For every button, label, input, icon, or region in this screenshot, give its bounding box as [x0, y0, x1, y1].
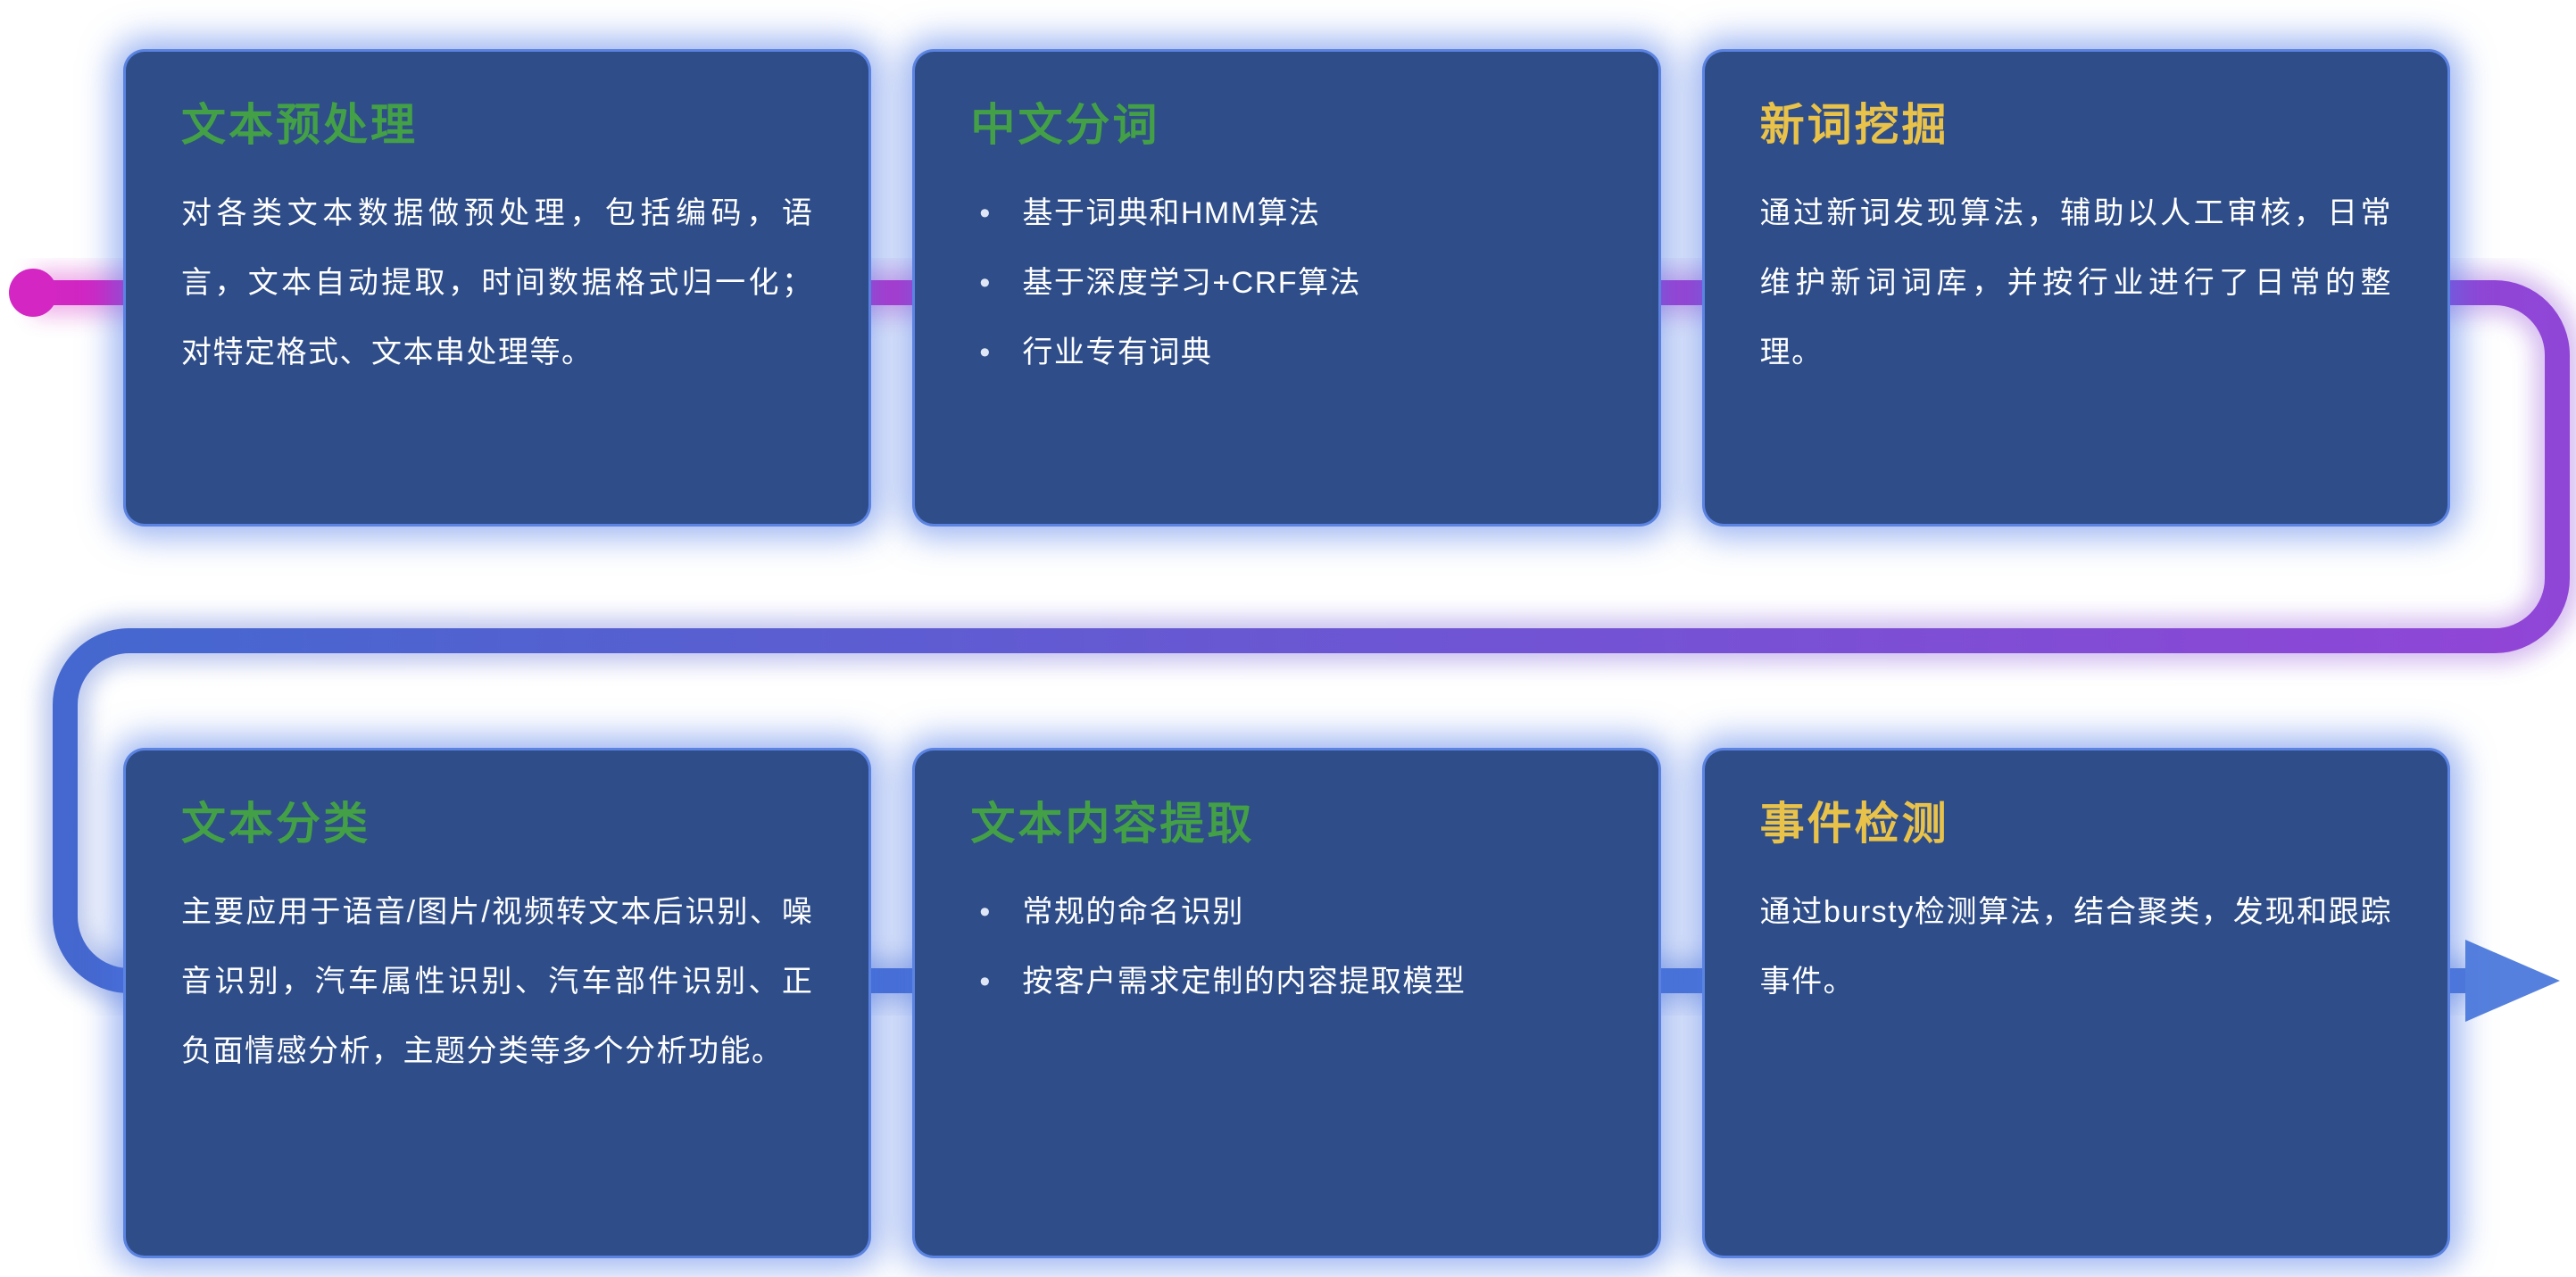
bullet-text: 常规的命名识别	[1022, 895, 1244, 929]
bullet-item: • 按客户需求定制的内容提取模型	[970, 947, 1602, 1016]
bullet-icon: •	[979, 266, 992, 301]
card-title: 事件检测	[1759, 799, 1949, 849]
card-title: 文本预处理	[181, 100, 418, 150]
capability-cards-grid: 文本预处理 对各类文本数据做预处理，包括编码，语言，文本自动提取，时间数据格式归…	[123, 49, 2450, 1258]
card-new-word-mining: 新词挖掘 通过新词发现算法，辅助以人工审核，日常维护新词词库，并按行业进行了日常…	[1701, 49, 2450, 527]
bullet-item: • 常规的命名识别	[970, 877, 1602, 947]
card-event-detection: 事件检测 通过bursty检测算法，结合聚类，发现和跟踪事件。	[1701, 748, 2450, 1258]
flow-line-return	[53, 628, 2495, 993]
bullet-text: 基于词典和HMM算法	[1022, 196, 1321, 230]
bullet-icon: •	[979, 965, 992, 999]
bullet-item: • 基于深度学习+CRF算法	[970, 248, 1602, 318]
card-text-classification: 文本分类 主要应用于语音/图片/视频转文本后识别、噪音识别，汽车属性识别、汽车部…	[123, 748, 872, 1258]
bullet-icon: •	[979, 895, 992, 929]
card-body: 主要应用于语音/图片/视频转文本后识别、噪音识别，汽车属性识别、汽车部件识别、正…	[181, 895, 814, 1069]
card-title: 文本分类	[181, 799, 370, 849]
card-bullet-list: • 基于词典和HMM算法 • 基于深度学习+CRF算法 • 行业专有词典	[970, 178, 1602, 388]
flow-line-top	[33, 280, 2570, 653]
card-title: 中文分词	[970, 100, 1160, 150]
bullet-text: 按客户需求定制的内容提取模型	[1022, 965, 1467, 999]
card-text-preprocessing: 文本预处理 对各类文本数据做预处理，包括编码，语言，文本自动提取，时间数据格式归…	[123, 49, 872, 527]
card-title: 新词挖掘	[1759, 100, 1949, 150]
bullet-text: 行业专有词典	[1022, 336, 1213, 370]
card-body: 通过bursty检测算法，结合聚类，发现和跟踪事件。	[1759, 895, 2392, 999]
flow-end-arrow-icon	[2465, 940, 2560, 1022]
bullet-icon: •	[979, 336, 992, 370]
bullet-item: • 行业专有词典	[970, 318, 1602, 387]
card-title: 文本内容提取	[970, 799, 1255, 849]
card-text-content-extraction: 文本内容提取 • 常规的命名识别 • 按客户需求定制的内容提取模型	[912, 748, 1661, 1258]
card-chinese-word-segmentation: 中文分词 • 基于词典和HMM算法 • 基于深度学习+CRF算法 • 行业专有词…	[912, 49, 1661, 527]
bullet-icon: •	[979, 196, 992, 230]
bullet-text: 基于深度学习+CRF算法	[1022, 266, 1362, 301]
card-bullet-list: • 常规的命名识别 • 按客户需求定制的内容提取模型	[970, 877, 1602, 1016]
card-body: 对各类文本数据做预处理，包括编码，语言，文本自动提取，时间数据格式归一化；对特定…	[181, 196, 814, 370]
bullet-item: • 基于词典和HMM算法	[970, 178, 1602, 248]
flow-start-dot	[9, 269, 57, 317]
card-body: 通过新词发现算法，辅助以人工审核，日常维护新词词库，并按行业进行了日常的整理。	[1759, 196, 2392, 370]
